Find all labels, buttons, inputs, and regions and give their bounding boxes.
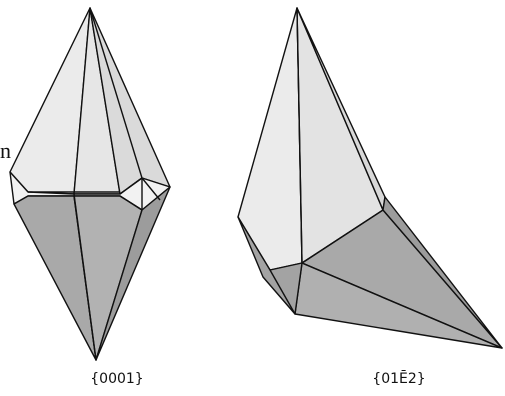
left-edge-4	[119, 195, 143, 211]
right-edge-2	[301, 209, 384, 264]
right-crystal-caption: {01Ē2}	[372, 371, 426, 387]
right-edge-3	[301, 262, 503, 349]
right-lower-face-b	[382, 196, 503, 349]
right-lower-face-d	[237, 216, 303, 315]
stray-letter-fragment: n	[0, 138, 11, 163]
right-edge-1	[296, 7, 303, 264]
right-edge-4	[269, 269, 296, 315]
left-edge-6	[141, 177, 161, 201]
right-upper-face-a	[237, 7, 303, 271]
left-lower-face-c	[95, 186, 171, 361]
left-edge-3	[119, 177, 143, 195]
left-edge-7	[73, 193, 97, 361]
left-edge-1	[89, 7, 143, 179]
right-crystal	[237, 7, 503, 349]
left-crystal-caption: {0001}	[90, 371, 144, 387]
left-crystal	[9, 7, 171, 361]
